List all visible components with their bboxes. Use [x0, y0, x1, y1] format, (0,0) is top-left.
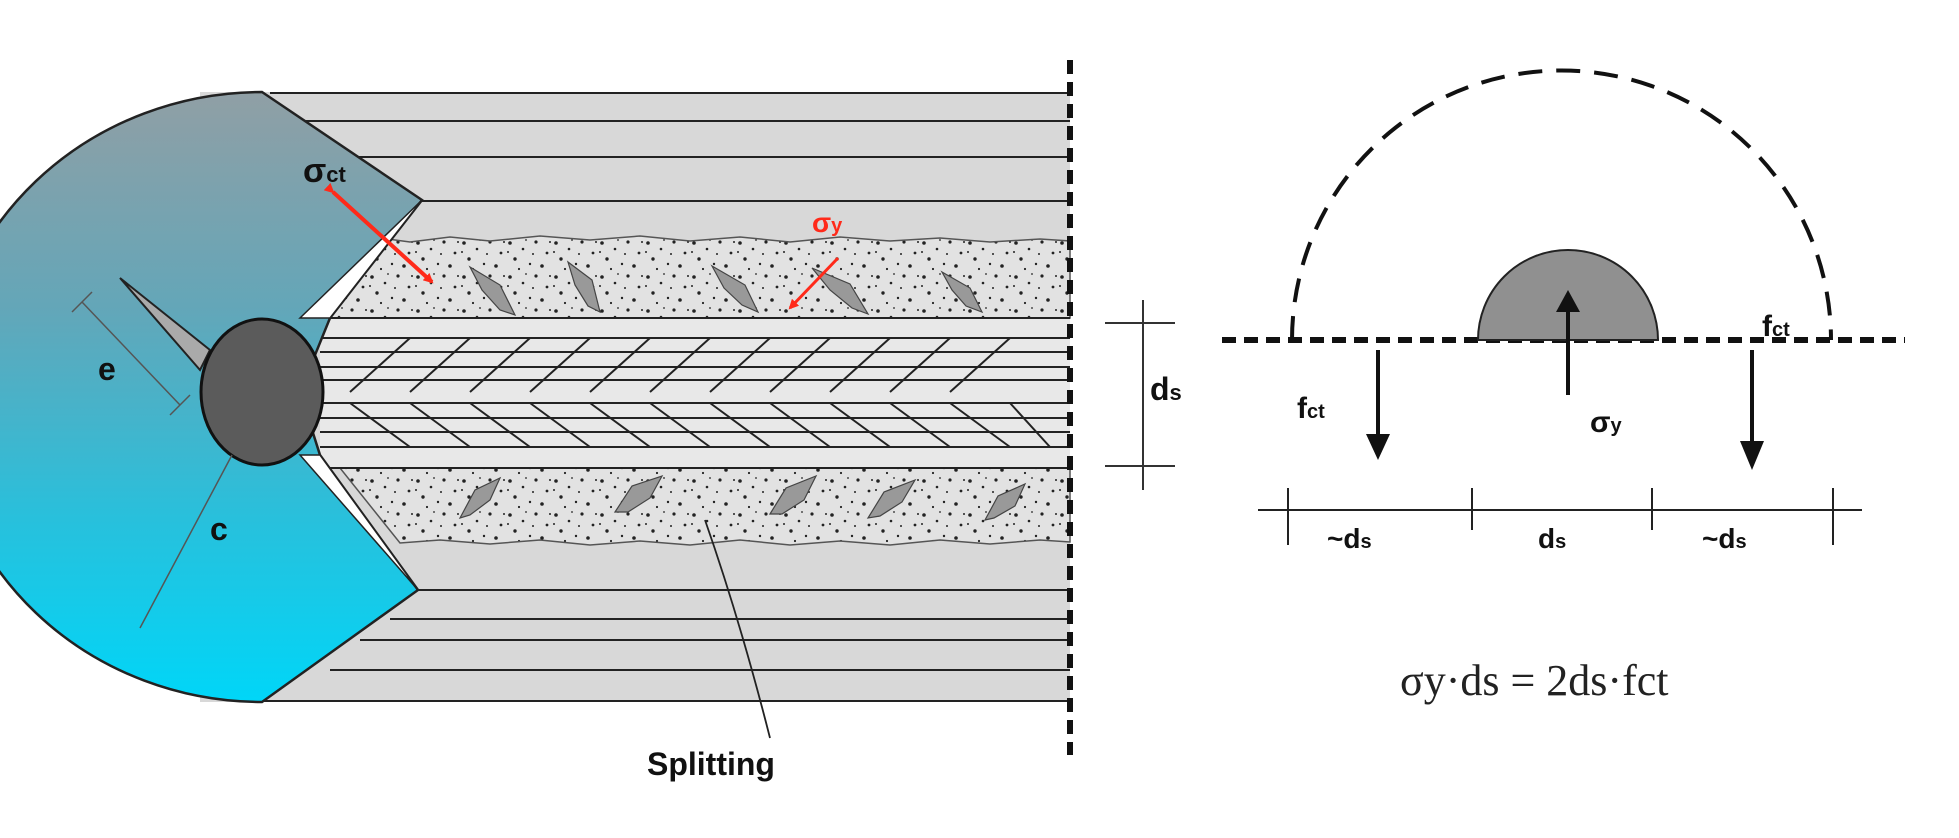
fct-down-arrow-left — [1366, 350, 1390, 460]
dim-label-right: ~ds — [1702, 523, 1747, 554]
e-label: e — [98, 351, 116, 387]
fct-label-left: fct — [1297, 392, 1325, 425]
rebar-ribs-lower — [349, 402, 1051, 448]
fct-label-right: fct — [1762, 310, 1790, 343]
c-label: c — [210, 511, 228, 547]
sigma-y-arrow — [788, 256, 840, 310]
rebar-cross-section — [199, 317, 325, 467]
c-dimension — [139, 454, 233, 629]
dim-label-mid: ds — [1538, 523, 1566, 554]
splitting-label: Splitting — [647, 746, 775, 782]
ds-label-left: ds — [1150, 371, 1182, 407]
cover-dashed-arc — [1290, 68, 1833, 341]
rebar-ribs-upper — [349, 337, 1011, 393]
crack-marks — [458, 260, 1027, 521]
dim-label-left: ~ds — [1327, 523, 1372, 554]
stress-equilibrium-figure: fct fct σy ~ds ds ~ds σy·ds = 2ds·fct — [1222, 68, 1905, 705]
sigma-ct-arrow — [323, 182, 434, 284]
e-dimension — [71, 291, 191, 416]
aggregate-band-lower — [338, 467, 1071, 546]
concrete-layer-lines-bottom — [260, 589, 1070, 702]
sigma-y-up-arrow — [1556, 290, 1580, 395]
sigma-y-label: σy — [812, 207, 843, 238]
splitting-crack-wedge — [119, 277, 212, 372]
dimension-line — [1258, 488, 1862, 545]
ds-dimension-bracket — [1105, 300, 1175, 490]
rebar-body — [320, 318, 1070, 468]
bond-splitting-figure: σct σy e c ds Splitting — [0, 60, 1182, 782]
cover-gap-lower — [298, 454, 419, 591]
sigma-ct-label: σct — [303, 152, 347, 190]
rebar-long-lines — [320, 317, 1070, 469]
sigma-y-label-right: σy — [1590, 406, 1623, 439]
equilibrium-equation: σy·ds = 2ds·fct — [1400, 656, 1669, 705]
fct-down-arrow-right — [1740, 350, 1764, 470]
splitting-leader-line — [704, 519, 771, 739]
concrete-layer-lines-top — [270, 92, 1070, 202]
aggregate-band-upper — [328, 235, 1071, 319]
